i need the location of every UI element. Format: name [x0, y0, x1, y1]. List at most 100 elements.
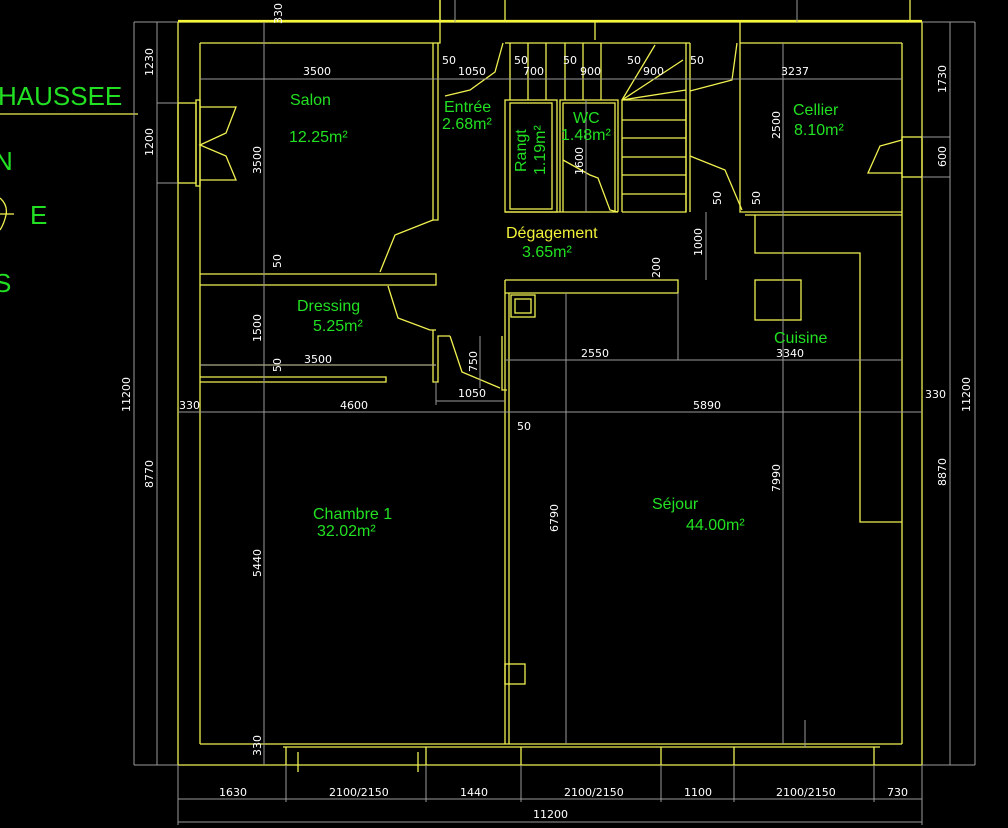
walls: [0, 0, 923, 772]
dim-label: 3500: [304, 353, 332, 366]
kitchen-counter: [754, 215, 902, 523]
dim-label: 700: [523, 65, 544, 78]
salon-dressing-wall: [200, 273, 437, 286]
room-cellier-area: 8.10m²: [794, 122, 844, 139]
cellier-window-shutter: [866, 139, 903, 174]
room-dressing-name: Dressing: [297, 298, 360, 315]
dim-label: 1730: [936, 65, 949, 93]
stair-winder: [621, 44, 656, 101]
room-entree-name: Entrée: [444, 99, 491, 116]
room-cuisine-name: Cuisine: [774, 330, 827, 347]
dim-label: 600: [936, 146, 949, 167]
room-dressing-area: 5.25m²: [313, 318, 363, 335]
dim-label: 50: [271, 358, 284, 372]
dim-label: 8770: [143, 460, 156, 488]
passage-wall-left: [432, 330, 450, 383]
room-wc-area: 1.48m²: [561, 127, 611, 144]
room-entree-area: 2.68m²: [442, 116, 492, 133]
room-salon-area: 12.25m²: [289, 129, 348, 146]
dim-label: 8870: [936, 458, 949, 486]
wc-walls-inner: [562, 102, 616, 212]
room-rangt-name: Rangt: [513, 129, 530, 172]
dim-label: 50: [514, 54, 528, 67]
wc-walls: [559, 99, 619, 212]
dim-label: 1200: [143, 128, 156, 156]
dim-label: 5440: [251, 549, 264, 577]
room-wc-name: WC: [573, 110, 600, 127]
dim-label: 50: [563, 54, 577, 67]
room-salon-name: Salon: [290, 92, 331, 109]
cellier-window-frame: [901, 136, 923, 178]
shaft-inner: [514, 298, 532, 314]
dim-label: 6790: [548, 504, 561, 532]
dim-label: 50: [690, 54, 704, 67]
salon-window-frame: [177, 102, 197, 184]
dimension-lines: [133, 0, 976, 825]
dressing-bottom-wall: [200, 376, 387, 383]
compass-arc: [0, 197, 8, 231]
wc-door: [562, 159, 619, 213]
room-sejour-name: Séjour: [652, 496, 699, 513]
room-degagement-name: Dégagement: [506, 225, 598, 242]
dim-label: 11200: [960, 377, 973, 412]
room-chambre1-name: Chambre 1: [313, 506, 392, 523]
shaft-box: [510, 294, 536, 318]
dim-label: 11200: [120, 377, 133, 412]
cellier-door-top: [689, 42, 738, 92]
dim-label: 200: [650, 257, 663, 278]
dim-label: 2100/2150: [776, 786, 836, 799]
dim-label: 50: [711, 191, 724, 205]
dim-label: 2550: [581, 347, 609, 360]
dim-label: 50: [627, 54, 641, 67]
dim-label: 1230: [143, 48, 156, 76]
degagement-sejour-wall: [505, 279, 679, 294]
room-sejour-area: 44.00m²: [686, 517, 745, 534]
annotations: HAUSSEE N E S Salon 12.25m² Entrée 2.68m…: [0, 3, 973, 821]
dim-label: 900: [643, 65, 664, 78]
dim-label: 330: [251, 735, 264, 756]
dressing-door: [387, 285, 436, 331]
dim-label: 750: [467, 351, 480, 372]
dim-label: 5890: [693, 399, 721, 412]
dim-label: 2100/2150: [564, 786, 624, 799]
dim-label: 1050: [458, 387, 486, 400]
dim-label: 330: [179, 399, 200, 412]
cellier-door: [689, 155, 743, 211]
compass-icon: [0, 197, 14, 231]
stair-treads: [505, 42, 691, 212]
dim-label: 50: [271, 254, 284, 268]
salon-door: [379, 219, 434, 273]
cellier-wall: [739, 43, 902, 213]
room-degagement-area: 3.65m²: [522, 244, 572, 261]
dim-label: 1600: [573, 147, 586, 175]
dim-label: 7990: [770, 464, 783, 492]
dim-label: 3500: [303, 65, 331, 78]
chambre-closet-box: [504, 663, 526, 685]
dim-label: 50: [750, 191, 763, 205]
salon-window: [195, 99, 201, 187]
bottom-openings: [283, 746, 880, 772]
dim-label: 730: [887, 786, 908, 799]
dim-label: 3340: [776, 347, 804, 360]
dim-label: 1100: [684, 786, 712, 799]
compass-north: N: [0, 146, 13, 176]
dim-label: 1630: [219, 786, 247, 799]
kitchen-island: [754, 279, 802, 321]
compass-south: S: [0, 268, 11, 298]
passage-door: [449, 335, 501, 389]
floor-title: HAUSSEE: [0, 81, 122, 111]
compass-east: E: [30, 200, 47, 230]
dim-label: 3500: [251, 146, 264, 174]
entree-door: [444, 42, 504, 97]
rangt-closet-inner: [509, 102, 553, 210]
dim-label: 1500: [251, 314, 264, 342]
dim-label: 900: [580, 65, 601, 78]
dim-label: 11200: [533, 808, 568, 821]
stair-outline: [621, 99, 687, 213]
dim-label: 330: [925, 388, 946, 401]
stair-winder: [621, 89, 687, 101]
salon-window-shutter: [198, 106, 237, 181]
dim-label: 2500: [770, 111, 783, 139]
stair-winder: [621, 59, 684, 101]
